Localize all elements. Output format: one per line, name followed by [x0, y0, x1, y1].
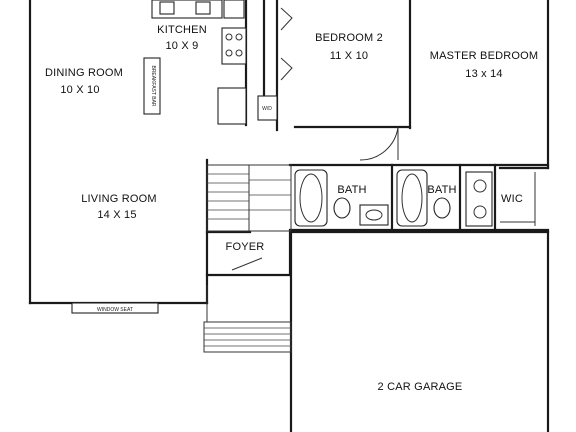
- bath-1-fixtures: [294, 169, 389, 227]
- room-label-foyer: FOYER: [226, 241, 265, 253]
- stairs-up: [206, 164, 292, 232]
- wic-shelves: [500, 172, 536, 226]
- room-label-kitchen: KITCHEN 10 X 9: [157, 24, 207, 52]
- room-label-master-bedroom: MASTER BEDROOM 13 x 14: [430, 50, 539, 80]
- svg-text:10 X 10: 10 X 10: [60, 84, 99, 96]
- room-label-wic: WIC: [501, 193, 523, 205]
- toilet-icon: [333, 197, 351, 219]
- sink-icon: [359, 204, 389, 226]
- svg-text:10 X 9: 10 X 9: [165, 40, 198, 52]
- toilet-icon: [433, 197, 451, 219]
- room-label-bath-2: BATH: [427, 184, 456, 196]
- room-label-dining-room: DINING ROOM 10 X 10: [45, 67, 123, 96]
- stairs-down: [203, 285, 292, 353]
- svg-text:14 X 15: 14 X 15: [97, 209, 136, 221]
- sink-icon: [465, 171, 493, 227]
- svg-text:DINING ROOM: DINING ROOM: [45, 67, 123, 79]
- room-label-bath-1: BATH: [337, 184, 366, 196]
- svg-text:MASTER BEDROOM: MASTER BEDROOM: [430, 50, 539, 62]
- room-label-living-room: LIVING ROOM 14 X 15: [81, 193, 157, 221]
- room-label-garage: 2 CAR GARAGE: [378, 381, 463, 393]
- svg-text:11 X 10: 11 X 10: [330, 50, 369, 62]
- svg-text:BEDROOM 2: BEDROOM 2: [315, 32, 383, 44]
- kitchen-fixtures: W/D BREAKFAST BAR: [143, 0, 278, 125]
- bath-2-fixtures: [396, 169, 493, 227]
- svg-text:LIVING ROOM: LIVING ROOM: [81, 193, 157, 205]
- svg-text:13 x 14: 13 x 14: [465, 68, 502, 80]
- room-label-bedroom-2: BEDROOM 2 11 X 10: [315, 32, 383, 62]
- refrigerator-icon: [217, 87, 247, 125]
- interior-walls: [205, 0, 550, 277]
- breakfast-bar: [143, 57, 161, 115]
- window-seat-label: WINDOW SEAT: [97, 307, 133, 313]
- washer-dryer: [257, 95, 278, 121]
- stove-icon: [221, 27, 247, 65]
- breakfast-bar-label: BREAKFAST BAR: [150, 65, 156, 106]
- svg-text:KITCHEN: KITCHEN: [157, 24, 207, 36]
- washer-dryer-label: W/D: [262, 106, 272, 112]
- window-seat: WINDOW SEAT: [71, 302, 159, 314]
